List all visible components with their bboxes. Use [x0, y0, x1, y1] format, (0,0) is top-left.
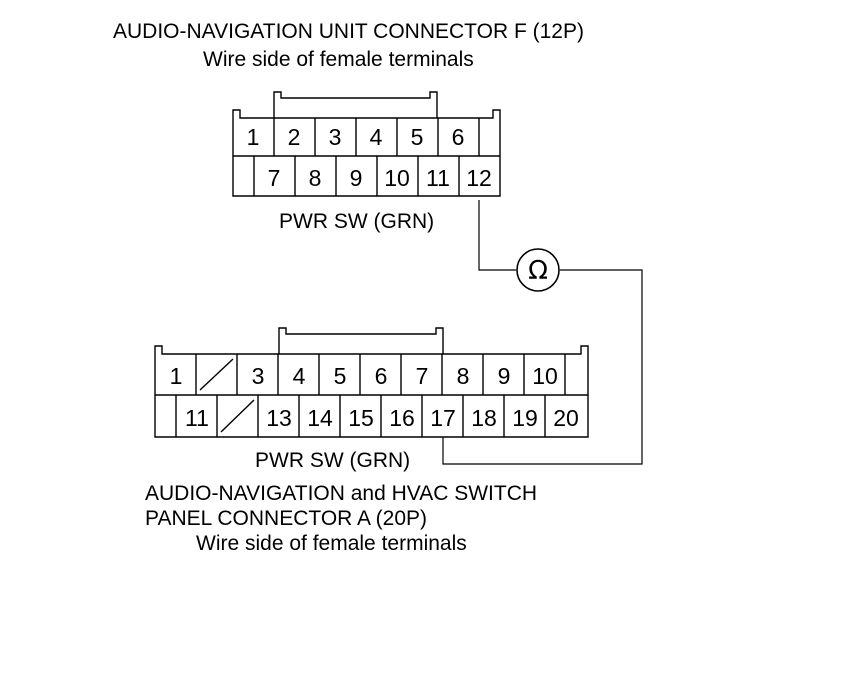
- connector-f-title: AUDIO-NAVIGATION UNIT CONNECTOR F (12P): [113, 20, 584, 43]
- unused-cavity-2-slash: [199, 358, 234, 391]
- f-pin-9: 9: [350, 165, 363, 191]
- f-pin-5: 5: [411, 124, 424, 150]
- wire-meter-to-a17: [442, 269, 643, 465]
- connector-a-subtitle: Wire side of female terminals: [196, 532, 467, 555]
- a-pin-3: 3: [252, 363, 265, 389]
- wire-f12-to-meter: [478, 200, 516, 271]
- a-pin-7: 7: [416, 363, 429, 389]
- a-pin-9: 9: [498, 363, 511, 389]
- f-pin-6: 6: [452, 124, 465, 150]
- a-pin-10: 10: [532, 363, 558, 389]
- f-pin-2: 2: [288, 124, 301, 150]
- a-pin-18: 18: [471, 405, 497, 431]
- ohmmeter-icon: Ω: [516, 248, 560, 292]
- connector-f: [232, 91, 501, 197]
- a-pin-4: 4: [293, 363, 306, 389]
- ohm-symbol: Ω: [528, 256, 548, 286]
- f-pin-12: 12: [466, 165, 492, 191]
- f-pin-4: 4: [370, 124, 383, 150]
- connector-a-signal-label: PWR SW (GRN): [255, 449, 410, 472]
- a-pin-6: 6: [375, 363, 388, 389]
- connector-f-subtitle: Wire side of female terminals: [203, 48, 474, 71]
- a-pin-11: 11: [185, 405, 209, 431]
- f-pin-3: 3: [329, 124, 342, 150]
- a-pin-19: 19: [512, 405, 538, 431]
- a-pin-1: 1: [170, 363, 183, 389]
- a-pin-15: 15: [348, 405, 374, 431]
- a-pin-17: 17: [430, 405, 456, 431]
- connector-a-title-line1: AUDIO-NAVIGATION and HVAC SWITCH: [145, 482, 537, 505]
- a-pin-5: 5: [334, 363, 347, 389]
- connector-a: [154, 327, 589, 438]
- unused-cavity-12-slash: [220, 399, 255, 433]
- f-pin-1: 1: [247, 124, 260, 150]
- a-pin-20: 20: [553, 405, 579, 431]
- connector-a-title-line2: PANEL CONNECTOR A (20P): [145, 507, 427, 530]
- f-pin-10: 10: [384, 165, 410, 191]
- a-pin-13: 13: [266, 405, 292, 431]
- f-pin-8: 8: [309, 165, 322, 191]
- a-pin-16: 16: [389, 405, 415, 431]
- f-pin-7: 7: [268, 165, 281, 191]
- a-pin-8: 8: [457, 363, 470, 389]
- a-pin-14: 14: [307, 405, 333, 431]
- f-pin-11: 11: [426, 165, 450, 191]
- connector-f-signal-label: PWR SW (GRN): [279, 210, 434, 233]
